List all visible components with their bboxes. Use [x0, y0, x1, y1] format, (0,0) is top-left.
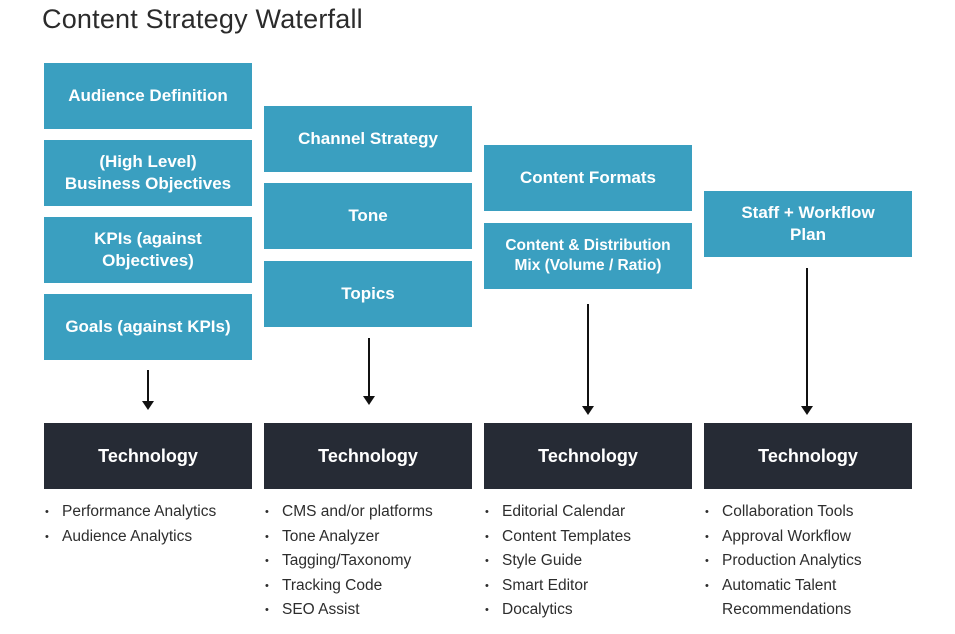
box-staff-workflow-plan: Staff + Workflow Plan	[704, 191, 912, 257]
list-item: SEO Assist	[264, 598, 479, 623]
list-item: Editorial Calendar	[484, 500, 699, 525]
list-item: Audience Analytics	[44, 525, 259, 550]
technology-box-column-3: Technology	[484, 423, 692, 489]
arrow-column-1	[142, 370, 154, 410]
technology-list-column-1: Performance Analytics Audience Analytics	[44, 500, 259, 549]
technology-box-column-2: Technology	[264, 423, 472, 489]
list-item: Tagging/Taxonomy	[264, 549, 479, 574]
technology-list-column-2: CMS and/or platforms Tone Analyzer Taggi…	[264, 500, 479, 623]
list-item: Tracking Code	[264, 574, 479, 599]
diagram-title: Content Strategy Waterfall	[42, 4, 363, 34]
list-item-continuation: Recommendations	[722, 601, 852, 619]
list-item: Smart Editor	[484, 574, 699, 599]
list-item: Performance Analytics	[44, 500, 259, 525]
box-audience-definition: Audience Definition	[44, 63, 252, 129]
box-kpis: KPIs (against Objectives)	[44, 217, 252, 283]
technology-list-column-3: Editorial Calendar Content Templates Sty…	[484, 500, 699, 623]
box-topics: Topics	[264, 261, 472, 327]
list-item: Production Analytics	[704, 549, 919, 574]
box-channel-strategy: Channel Strategy	[264, 106, 472, 172]
box-business-objectives: (High Level) Business Objectives	[44, 140, 252, 206]
technology-list-column-4: Collaboration Tools Approval Workflow Pr…	[704, 500, 919, 623]
list-item: Style Guide	[484, 549, 699, 574]
list-item: CMS and/or platforms	[264, 500, 479, 525]
box-content-formats: Content Formats	[484, 145, 692, 211]
technology-box-column-1: Technology	[44, 423, 252, 489]
list-item: Tone Analyzer	[264, 525, 479, 550]
list-item: Approval Workflow	[704, 525, 919, 550]
arrow-column-2	[363, 338, 375, 405]
arrow-column-4	[801, 268, 813, 415]
technology-box-column-4: Technology	[704, 423, 912, 489]
list-item: Content Templates	[484, 525, 699, 550]
box-goals: Goals (against KPIs)	[44, 294, 252, 360]
list-item: Automatic Talent	[704, 574, 919, 599]
list-item: Collaboration Tools	[704, 500, 919, 525]
box-tone: Tone	[264, 183, 472, 249]
box-content-distribution-mix: Content & Distribution Mix (Volume / Rat…	[484, 223, 692, 289]
list-item: Docalytics	[484, 598, 699, 623]
arrow-column-3	[582, 304, 594, 415]
